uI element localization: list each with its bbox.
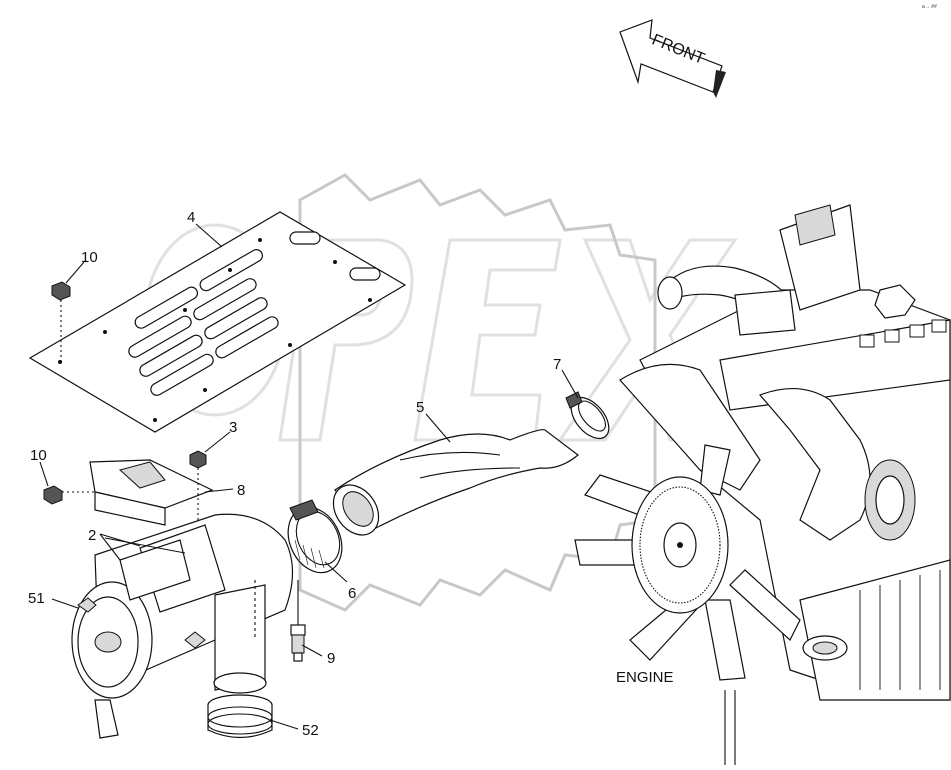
engine-assembly — [619, 204, 951, 765]
callout-3: 3 — [229, 419, 237, 436]
air-cleaner — [71, 513, 294, 739]
callout-labels: 4 10 3 10 8 2 51 6 9 52 5 7 — [28, 209, 561, 739]
callout-5: 5 — [416, 399, 424, 416]
restriction-sensor — [290, 580, 306, 662]
leader-lines — [39, 223, 579, 730]
cover-plate — [28, 211, 407, 433]
cover-holes — [58, 238, 372, 422]
hose-clamp-upper — [565, 391, 610, 440]
inlet-cap — [207, 694, 273, 739]
callout-9: 9 — [327, 650, 335, 667]
callout-51: 51 — [28, 590, 45, 607]
callout-10-lower: 10 — [30, 447, 47, 464]
engine-label: ENGINE — [616, 669, 674, 686]
engine-fan — [574, 444, 801, 681]
callout-6: 6 — [348, 585, 356, 602]
hose-clamp — [287, 499, 343, 574]
intake-hose — [332, 429, 579, 536]
corner-mark: a→ ## — [922, 4, 937, 10]
callout-7: 7 — [553, 356, 561, 373]
front-arrow: FRONT — [619, 19, 726, 98]
cover-slots — [128, 231, 381, 396]
callout-10-upper: 10 — [81, 249, 98, 266]
callout-52: 52 — [302, 722, 319, 739]
bolt-upper — [51, 281, 71, 362]
bracket — [62, 459, 214, 526]
callout-4: 4 — [187, 209, 195, 226]
callout-2: 2 — [88, 527, 96, 544]
bolt-lower — [43, 485, 63, 505]
callout-8: 8 — [237, 482, 245, 499]
